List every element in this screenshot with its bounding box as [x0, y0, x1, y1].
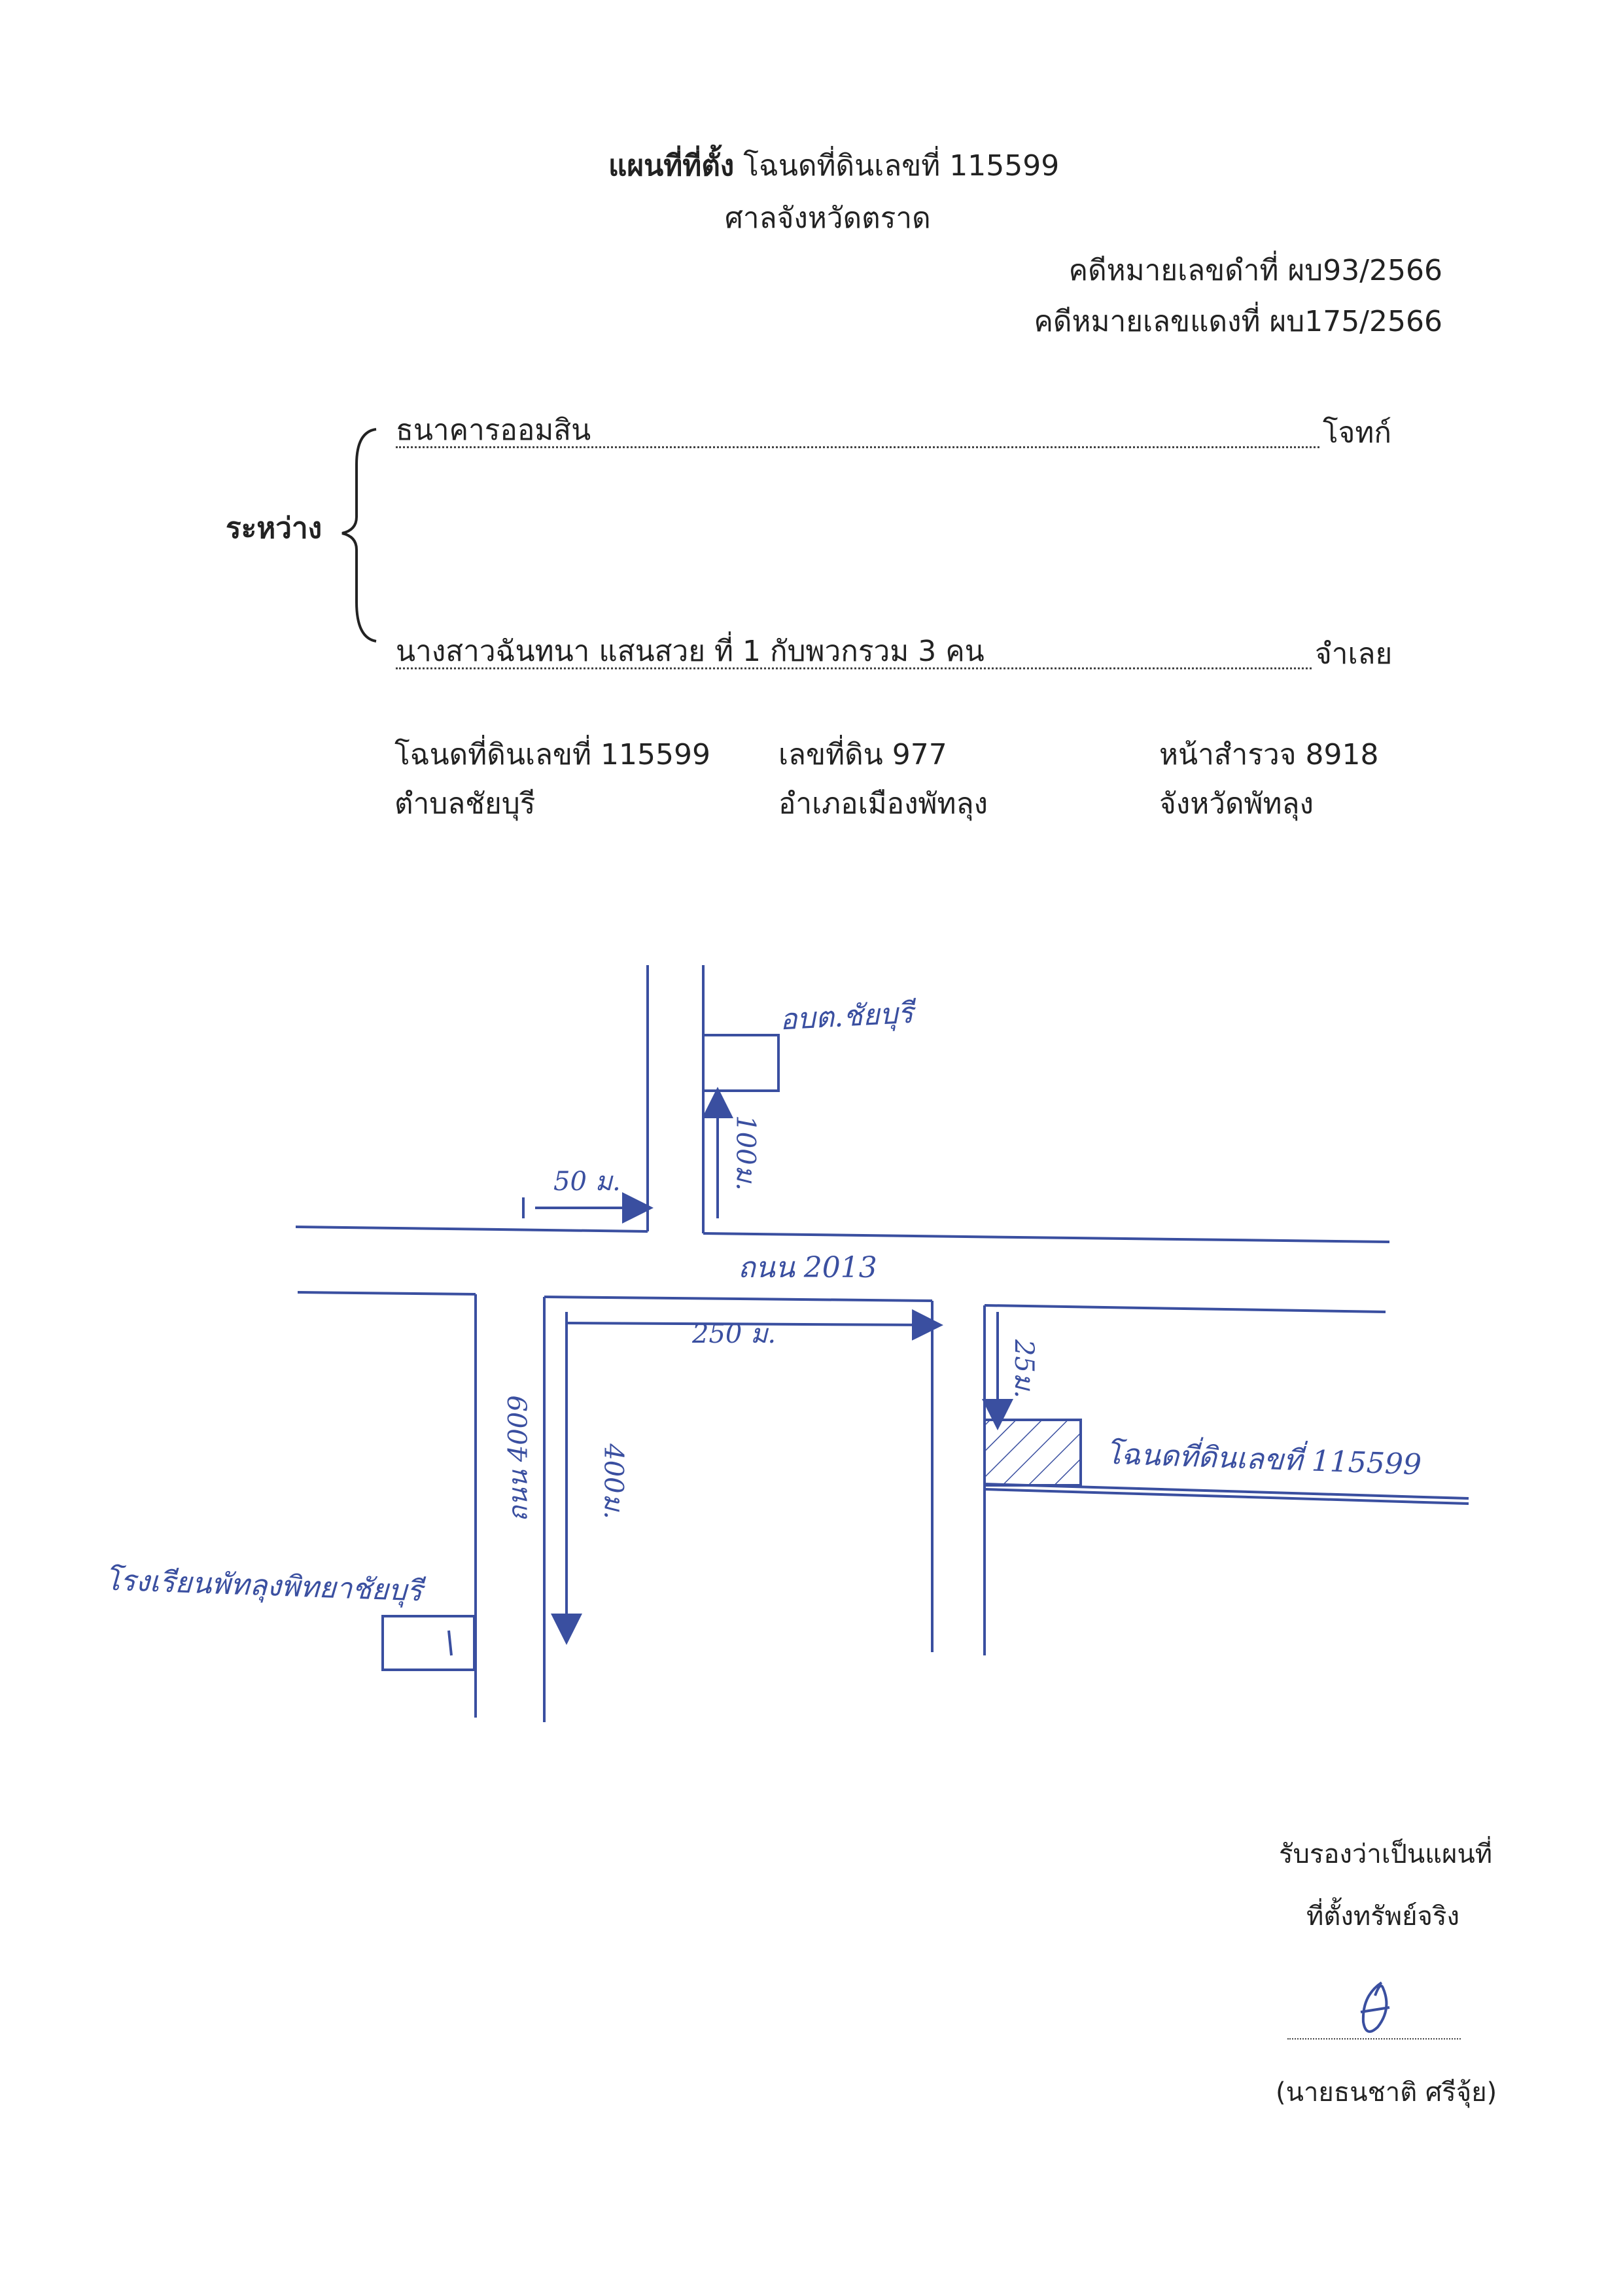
district: อำเภอเมืองพัทลุง: [778, 787, 988, 821]
school-building: [381, 1615, 476, 1671]
land-number: เลขที่ดิน 977: [778, 738, 947, 771]
red-case-number: คดีหมายเลขแดงที่ ผบ175/2566: [1034, 305, 1443, 338]
plaintiff-dotted-line: [396, 446, 1319, 448]
plaintiff-name: ธนาคารออมสิน: [396, 414, 591, 447]
deed-parcel: [983, 1419, 1082, 1487]
dist-50-label: 50 ม.: [553, 1167, 621, 1197]
road-line: [297, 1291, 476, 1296]
deed-number: โฉนดที่ดินเลขที่ 115599: [394, 738, 710, 771]
obt-building: [702, 1034, 780, 1092]
dist-25-label: 25ม.: [1008, 1339, 1039, 1398]
province: จังหวัดพัทลุง: [1159, 787, 1314, 821]
dist-400-label: 400ม.: [598, 1443, 629, 1519]
deed-pointer-line: [984, 1483, 1469, 1500]
signer-name: (นายธนชาติ ศรีจุ้ย): [1276, 2077, 1497, 2108]
road-4009-label: ถนน 4009: [503, 1395, 534, 1522]
road-line: [984, 1304, 1386, 1313]
court-name: ศาลจังหวัดตราด: [725, 202, 931, 235]
title-bold: แผนที่ที่ตั้ง: [608, 149, 735, 183]
dist-250-arrow: [566, 1309, 943, 1341]
plaintiff-role: โจทก์: [1323, 416, 1392, 450]
road-line: [703, 1232, 1390, 1243]
title-rest: โฉนดที่ดินเลขที่ 115599: [743, 149, 1060, 183]
dist-100-label: 100ม.: [730, 1115, 761, 1191]
certification-line-2: ที่ตั้งทรัพย์จริง: [1306, 1901, 1459, 1932]
obt-label: อบต.ชัยบุรี: [778, 996, 915, 1037]
defendant-name: นางสาวฉันทนา แสนสวย ที่ 1 กับพวกรวม 3 คน: [396, 635, 985, 668]
defendant-dotted-line: [396, 667, 1312, 669]
defendant-role: จำเลย: [1315, 637, 1393, 671]
black-case-number: คดีหมายเลขดำที่ ผบ93/2566: [1068, 254, 1442, 287]
road-line: [544, 1296, 933, 1302]
road-line: [295, 1226, 648, 1233]
document-title: แผนที่ที่ตั้ง โฉนดที่ดินเลขที่ 115599: [608, 149, 1059, 184]
dist-250-label: 250 ม.: [692, 1319, 777, 1349]
party-brace: [341, 428, 377, 643]
subdistrict: ตำบลชัยบุรี: [394, 787, 536, 821]
road-2013-label: ถนน 2013: [738, 1251, 877, 1284]
signature-dotted-line: [1287, 2038, 1461, 2040]
between-label: ระหว่าง: [226, 512, 323, 545]
certification-line-1: รับรองว่าเป็นแผนที่: [1279, 1839, 1493, 1869]
signature: [1360, 1981, 1390, 2033]
survey-page: หน้าสำรวจ 8918: [1159, 738, 1379, 771]
